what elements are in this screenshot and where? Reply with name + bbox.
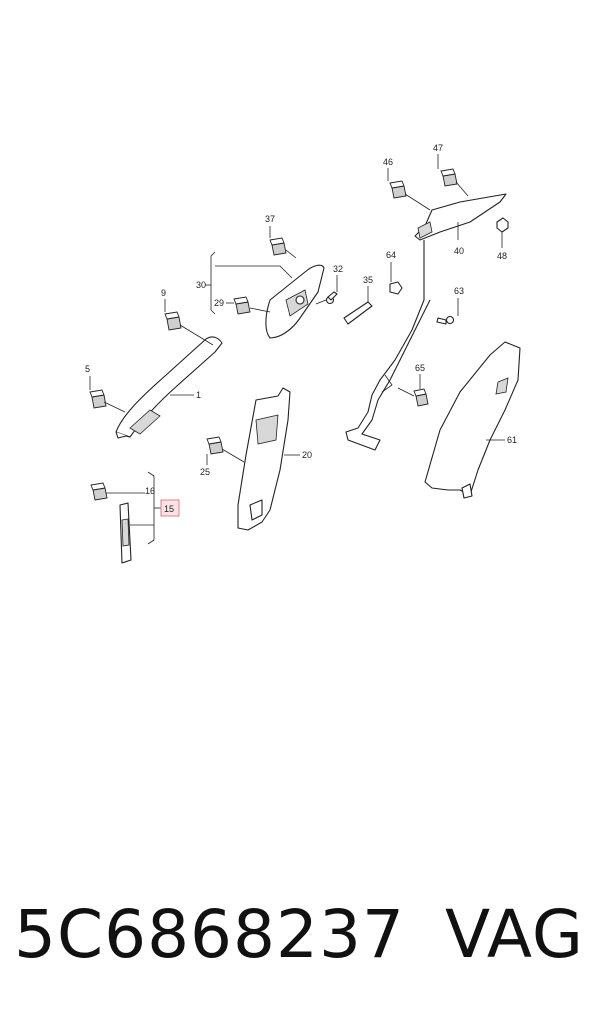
highlight-box-15 xyxy=(160,499,180,517)
label-48: 48 xyxy=(497,251,507,261)
label-29: 29 xyxy=(214,298,224,308)
label-1: 1 xyxy=(196,390,201,400)
label-16: 16 xyxy=(145,486,155,496)
label-25: 25 xyxy=(200,467,210,477)
label-64: 64 xyxy=(386,250,396,260)
label-65: 65 xyxy=(415,363,425,373)
label-40: 40 xyxy=(454,246,464,256)
label-61: 61 xyxy=(507,435,517,445)
part-number: 5C6868237 xyxy=(14,896,406,973)
part-30-bracket[interactable] xyxy=(265,264,325,339)
part-1-a-pillar-trim[interactable] xyxy=(115,336,223,439)
label-20: 20 xyxy=(302,450,312,460)
part-65-clip[interactable] xyxy=(413,388,429,407)
label-9: 9 xyxy=(161,288,166,298)
part-61-c-pillar-trim[interactable] xyxy=(424,341,521,499)
label-32: 32 xyxy=(333,264,343,274)
part-47-clip[interactable] xyxy=(440,168,458,187)
part-35-cover[interactable] xyxy=(343,301,373,325)
label-63: 63 xyxy=(454,286,464,296)
part-64-grommet[interactable] xyxy=(389,281,403,295)
label-35: 35 xyxy=(363,275,373,285)
label-30: 30 xyxy=(196,280,206,290)
caption-bar: 5C6868237 VAG xyxy=(0,880,600,990)
part-20-b-pillar-lower-trim[interactable] xyxy=(237,387,291,531)
part-63-screw[interactable] xyxy=(436,315,455,325)
part-32-screw[interactable] xyxy=(325,291,338,305)
part-29-clip[interactable] xyxy=(233,296,251,315)
label-15: 15 xyxy=(164,504,174,514)
label-37: 37 xyxy=(265,214,275,224)
part-9-clip[interactable] xyxy=(164,311,182,331)
part-16-clip[interactable] xyxy=(90,482,108,501)
part-48-nut[interactable] xyxy=(496,217,509,233)
label-46: 46 xyxy=(383,157,393,167)
parts-exploded-diagram: 1 5 9 16 15 20 25 xyxy=(85,143,521,564)
brand-label: VAG xyxy=(444,896,584,973)
part-40-upper-trim[interactable] xyxy=(414,193,507,241)
part-5-clip[interactable] xyxy=(89,389,107,409)
label-47: 47 xyxy=(433,143,443,153)
label-5: 5 xyxy=(85,364,90,374)
door-frame-seal xyxy=(345,240,431,451)
part-37-clip[interactable] xyxy=(269,237,287,256)
part-46-clip[interactable] xyxy=(389,180,407,199)
part-25-clip[interactable] xyxy=(206,436,224,455)
part-15-trim-strip[interactable] xyxy=(119,502,132,564)
